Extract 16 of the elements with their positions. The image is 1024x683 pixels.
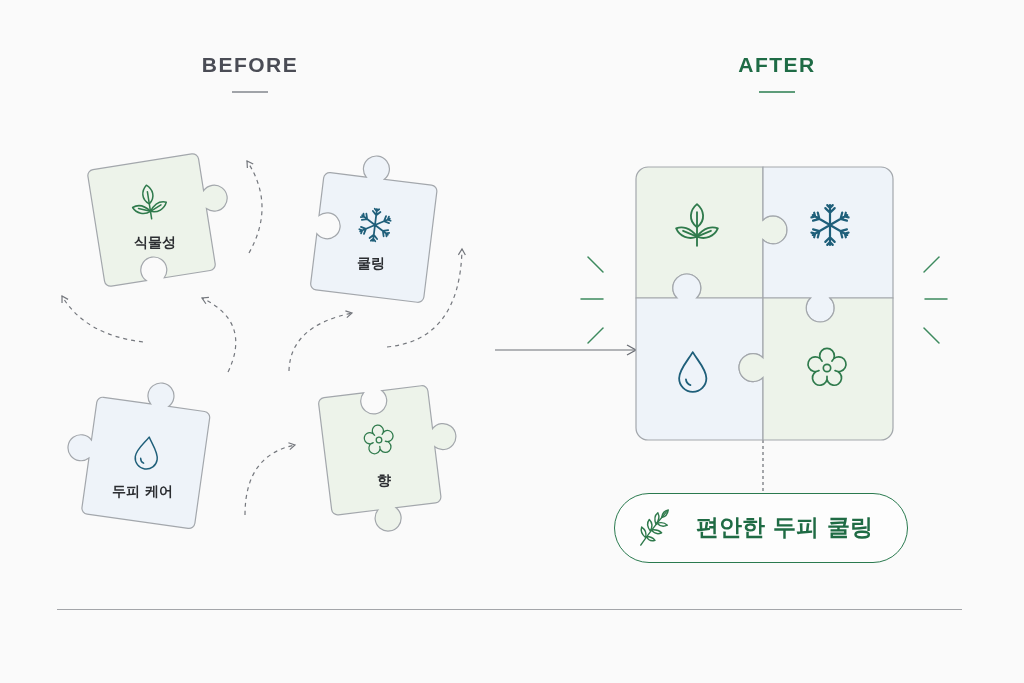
puzzle-piece bbox=[309, 154, 439, 304]
section-title: BEFORE bbox=[201, 53, 299, 78]
puzzle-piece bbox=[634, 271, 765, 442]
puzzle-piece bbox=[317, 383, 458, 532]
arrow bbox=[494, 344, 637, 356]
piece-label: 쿨링 bbox=[356, 254, 385, 272]
section-title: AFTER bbox=[738, 53, 816, 78]
piece-label: 향 bbox=[376, 471, 391, 489]
puzzle-piece bbox=[67, 382, 212, 531]
piece-label: 식물성 bbox=[134, 233, 177, 251]
puzzle-board bbox=[636, 167, 893, 440]
puzzle-piece bbox=[736, 296, 895, 442]
piece-label: 두피 케어 bbox=[111, 482, 173, 500]
puzzle-piece bbox=[86, 151, 229, 288]
dashed-connector bbox=[762, 439, 764, 494]
tag-label: 편안한 두피 쿨링 bbox=[696, 514, 874, 542]
